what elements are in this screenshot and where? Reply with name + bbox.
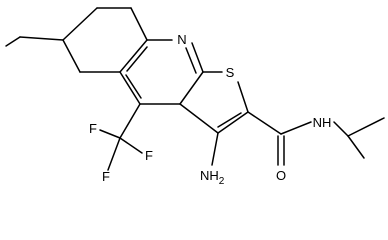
- amino-bond: [211, 132, 219, 166]
- ring-bond-c8-c8a: [130, 7, 148, 41]
- cf3-f2-bond: [119, 137, 143, 154]
- cf3-f1-bond: [99, 129, 121, 139]
- ethyl-ch3-bond: [5, 36, 21, 47]
- ring-bond-c4a-c4: [119, 71, 141, 105]
- atom-label-carbonyl-o: O: [276, 168, 286, 183]
- amide-c-n-bond: [280, 121, 312, 135]
- ring-bond-c6-c7: [62, 7, 98, 41]
- ring-bond-c6-c5: [62, 39, 81, 73]
- atom-label-f3: F: [102, 169, 110, 184]
- ring-double-bond-c4a-c4: [125, 74, 142, 99]
- amide-carbon-bond: [247, 111, 282, 135]
- atom-label-n-ring: N: [177, 32, 186, 47]
- atom-label-f2: F: [145, 148, 153, 163]
- atom-label-s-ring: S: [226, 65, 235, 80]
- cf3-f3-bond: [107, 137, 121, 171]
- cf3-attach-bond: [119, 103, 141, 139]
- ring-bond-c2-c3: [217, 111, 249, 134]
- ring-bond-n-c9a: [191, 42, 204, 73]
- atom-label-amino: NH2: [200, 168, 225, 187]
- ring-bond-c3a-c9a: [179, 71, 204, 105]
- atom-label-f1: F: [89, 121, 97, 136]
- isopropyl-n-ch-bond: [333, 121, 349, 137]
- molecule-structure-diagram: N S NH2 O NH F F F: [5, 7, 385, 187]
- ring-double-bond-n-c9a: [185, 47, 197, 74]
- ring-bond-s-c2: [237, 81, 249, 113]
- isopropyl-ch-ch3a-bond: [347, 135, 365, 159]
- ring-bond-c4a-c8a: [119, 39, 148, 73]
- atom-label-amide-nh: NH: [313, 115, 332, 130]
- ring-double-bond-c2-c3: [217, 112, 242, 128]
- ethyl-ch2-bond: [19, 36, 64, 41]
- ring-double-bond-c4a-c8a: [126, 46, 148, 72]
- ring-bond-c3-c3a: [179, 103, 219, 134]
- isopropyl-ch-ch3b-bond: [347, 117, 385, 137]
